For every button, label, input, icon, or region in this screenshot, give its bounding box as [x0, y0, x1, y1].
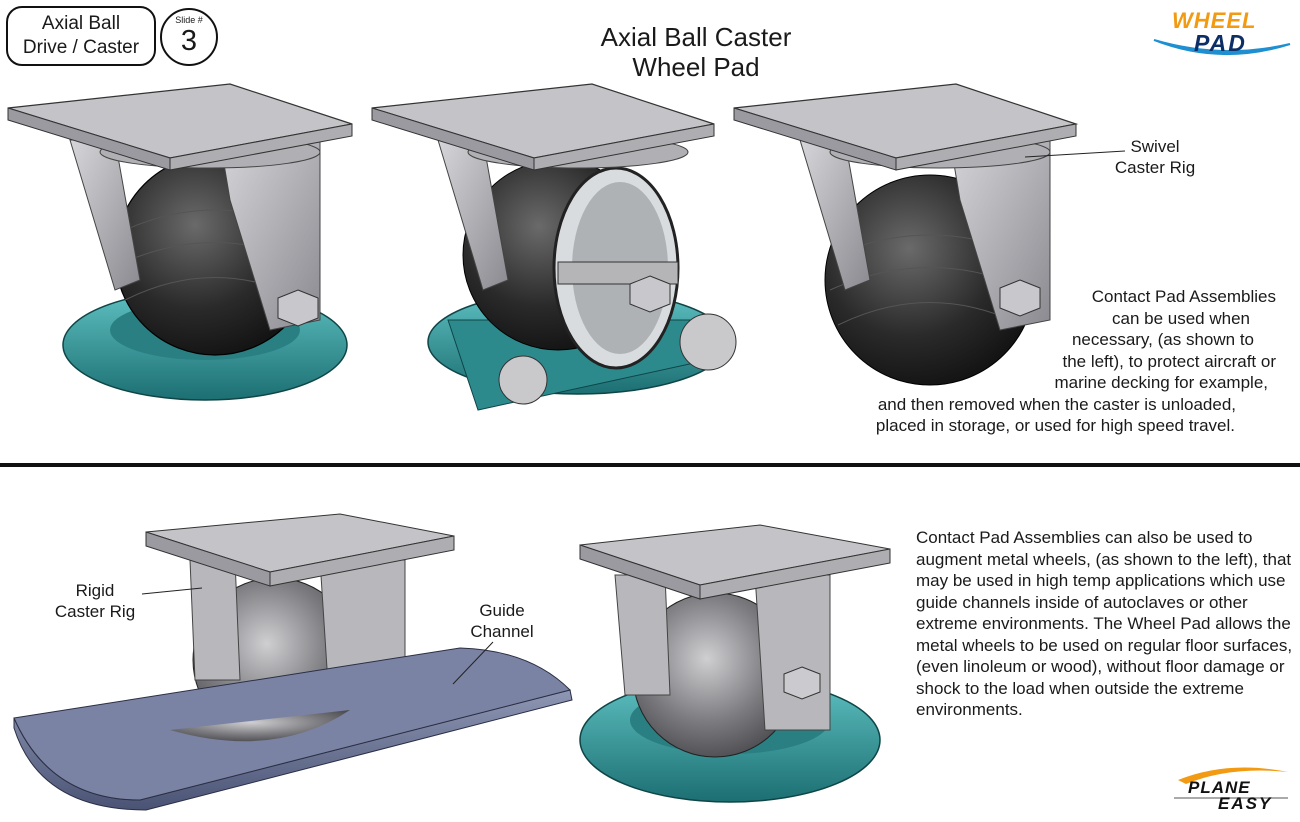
bottom-description: Contact Pad Assemblies can also be used …	[916, 528, 1293, 719]
guide-callout-line-1: Guide	[479, 601, 525, 620]
tag-line-2: Drive / Caster	[22, 37, 140, 58]
logo-word-wheel: WHEEL	[1172, 8, 1257, 33]
rigid-callout-leader	[141, 587, 203, 595]
rigid-caster-guide-channel-illustration	[13, 513, 573, 811]
plane-swoosh-icon	[1174, 767, 1288, 799]
swivel-callout-line-2: Caster Rig	[1114, 158, 1196, 177]
top-description-line: necessary, (as shown to	[1071, 330, 1254, 349]
slide-number-label: Slide #	[175, 15, 203, 25]
plane-easy-logo: PLANE EASY	[1168, 758, 1296, 816]
top-description-line: can be used when	[1112, 308, 1250, 328]
rigid-caster-rig-callout: Rigid Caster Rig	[40, 580, 150, 622]
rigid-caster-with-pad-illustration	[579, 524, 891, 803]
rigid-callout-line-1: Rigid	[75, 581, 115, 600]
top-description-line: the left), to protect aircraft or	[1062, 351, 1276, 371]
logo-word-plane: PLANE	[1188, 778, 1251, 797]
logo-word-easy: EASY	[1218, 794, 1273, 813]
slide-number-badge: Slide # 3	[160, 8, 218, 66]
logo-swoosh-icon	[1153, 39, 1291, 55]
guide-callout-line-2: Channel	[470, 622, 534, 641]
section-divider	[0, 463, 1300, 467]
caster-with-pad-illustration	[7, 83, 353, 401]
tag-line-1: Axial Ball	[41, 13, 121, 34]
guide-callout-leader	[452, 641, 494, 685]
top-description-line: marine decking for example,	[1054, 373, 1268, 392]
caster-cutaway-illustration	[371, 83, 737, 411]
slide-number: 3	[180, 25, 198, 57]
top-description-line: placed in storage, or used for high spee…	[875, 416, 1235, 435]
rigid-callout-line-2: Caster Rig	[54, 602, 136, 621]
logo-word-pad: PAD	[1194, 30, 1247, 56]
title-line-1: Axial Ball Caster	[600, 22, 792, 52]
swivel-callout-line-1: Swivel	[1130, 137, 1180, 156]
guide-channel-callout: Guide Channel	[452, 600, 552, 642]
top-description: Contact Pad Assemblies can be used when …	[826, 286, 1276, 437]
page-title: Axial Ball Caster Wheel Pad	[520, 22, 872, 82]
swivel-caster-rig-callout: Swivel Caster Rig	[1100, 136, 1210, 178]
caster-without-pad-illustration	[733, 83, 1079, 386]
top-description-line: and then removed when the caster is unlo…	[877, 394, 1236, 414]
swivel-callout-leader	[1024, 150, 1126, 158]
slide-tag: Axial Ball Drive / Caster	[6, 6, 156, 66]
title-line-2: Wheel Pad	[632, 52, 760, 82]
top-description-line: Contact Pad Assemblies	[1091, 287, 1276, 306]
wheel-pad-logo: WHEEL PAD	[1150, 4, 1295, 60]
